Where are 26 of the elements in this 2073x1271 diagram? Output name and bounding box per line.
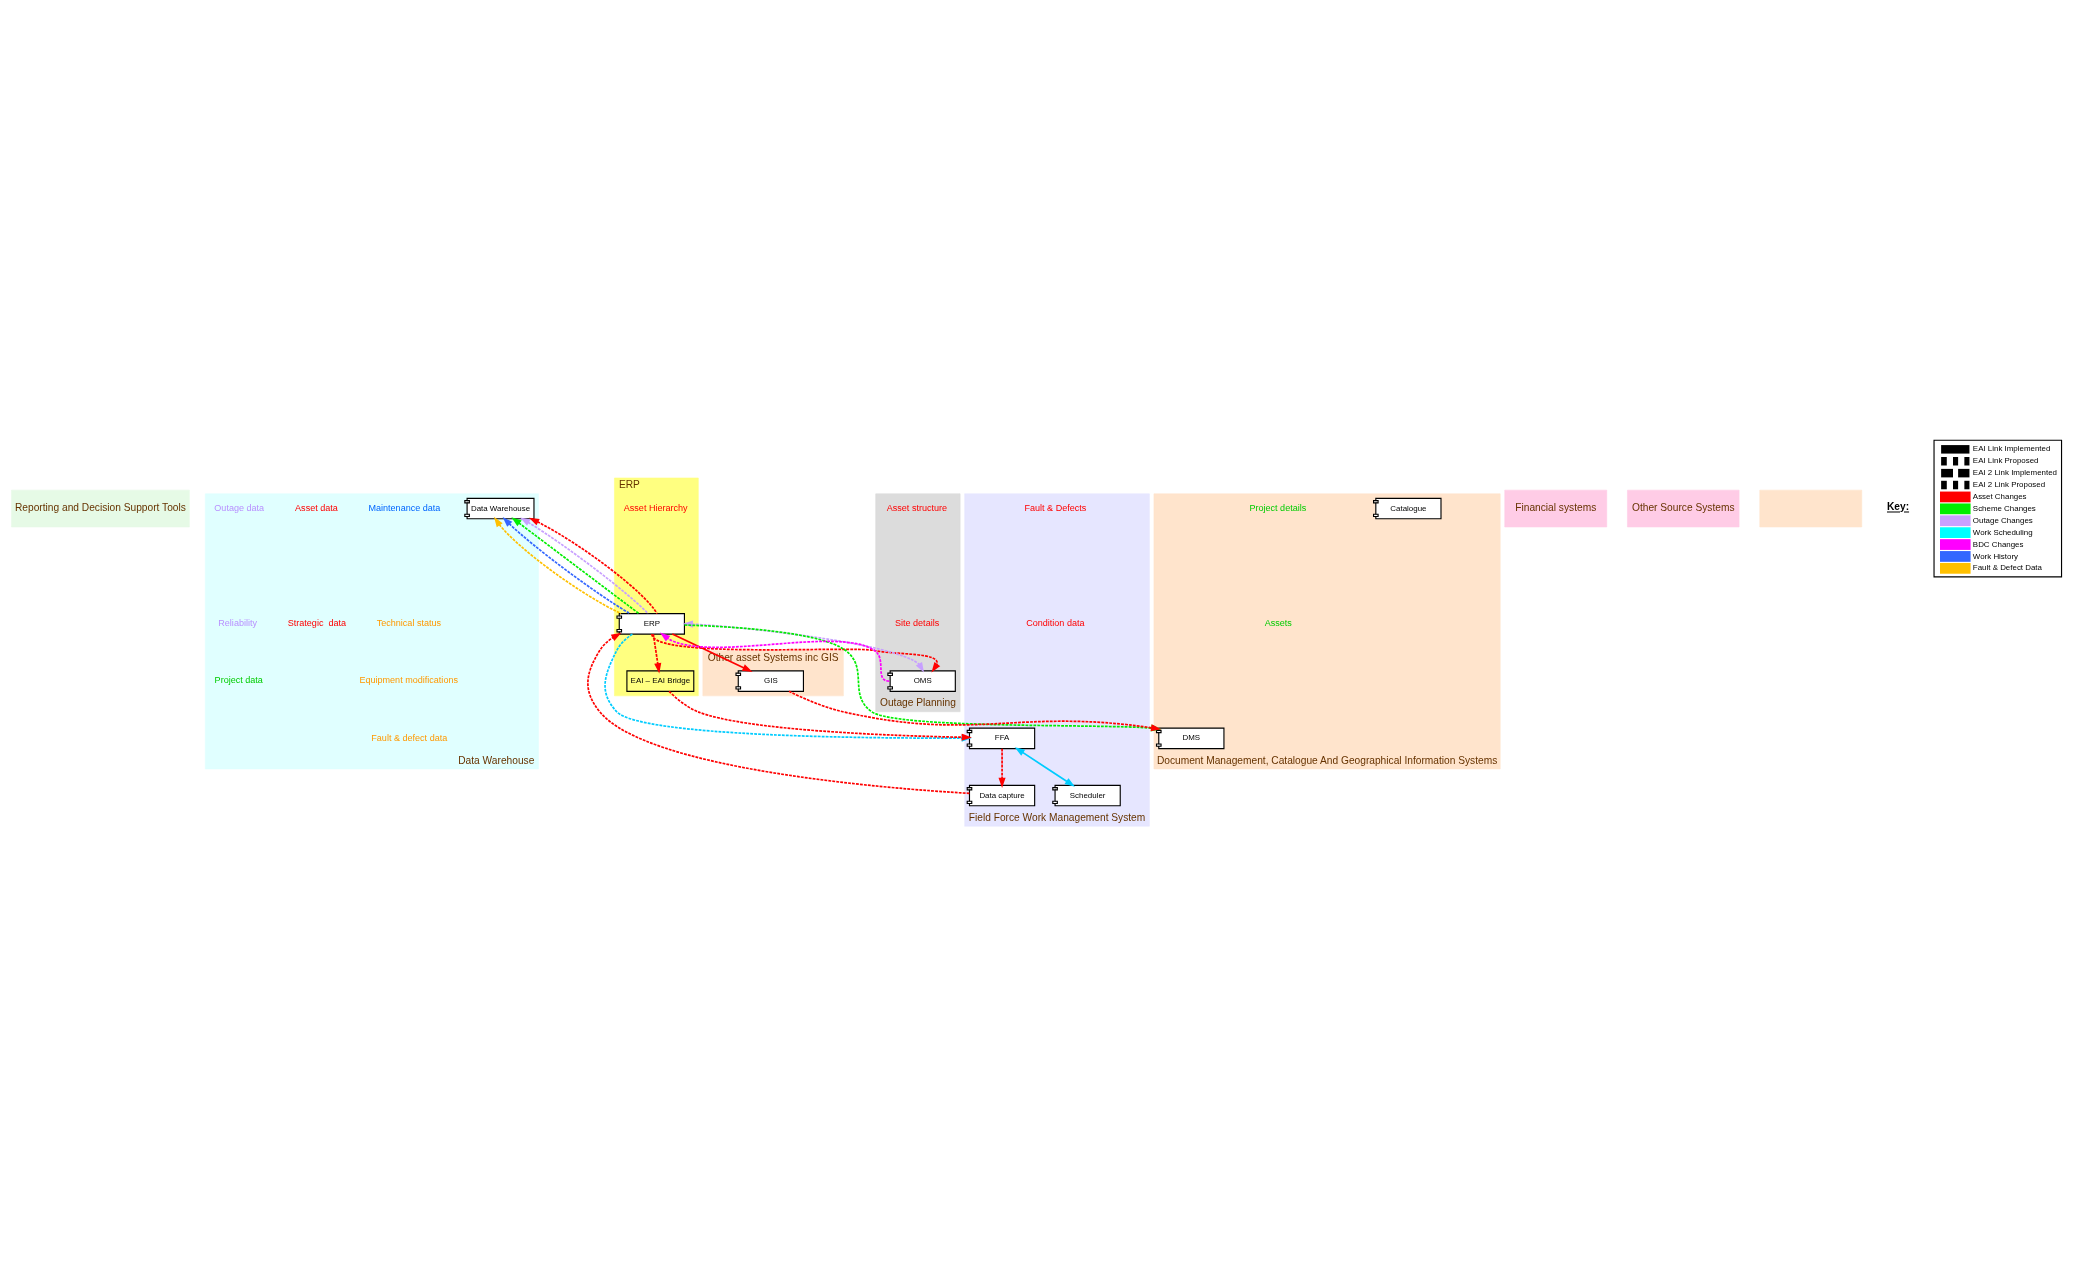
label: Outage data — [214, 502, 265, 513]
label: Reliability — [218, 618, 258, 629]
label: Project details — [1249, 502, 1307, 513]
arrow — [1014, 747, 1075, 787]
label: Fault & defect data — [371, 732, 448, 743]
node-box: Reporting and Decision Support Tools — [11, 489, 190, 528]
label: Equipment modifications — [359, 675, 458, 686]
label: Assets — [1264, 618, 1292, 629]
label: Asset structure — [886, 502, 948, 513]
node-box: Other Source Systems — [1627, 489, 1740, 528]
node-box — [1759, 489, 1863, 528]
label: Asset data — [295, 502, 338, 513]
label: Condition data — [1026, 618, 1085, 629]
label: Asset Hierarchy — [623, 502, 688, 513]
label: Key: — [1887, 501, 1910, 513]
arrow — [651, 633, 941, 673]
label: Project data — [214, 675, 263, 686]
label: Maintenance data — [368, 502, 441, 513]
arrow — [652, 633, 662, 674]
label: Fault & Defects — [1024, 502, 1087, 513]
label: Site details — [894, 618, 940, 629]
label: Technical status — [376, 618, 442, 629]
arrow — [671, 633, 753, 672]
node-box: Financial systems — [1504, 489, 1608, 528]
label: Strategic data — [287, 618, 347, 629]
arrow — [998, 747, 1006, 788]
